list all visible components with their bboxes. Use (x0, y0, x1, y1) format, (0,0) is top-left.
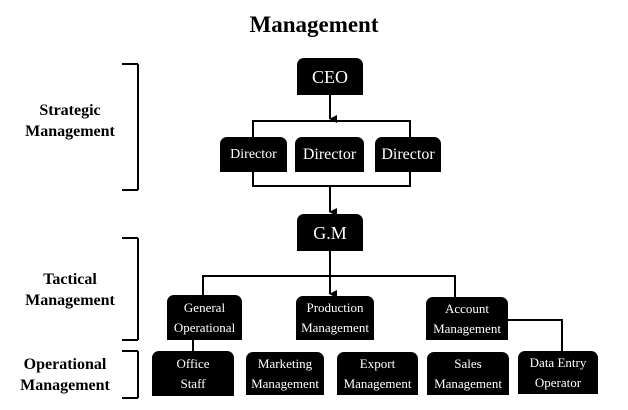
node-office-staff: Office Staff (152, 351, 234, 396)
node-director: Director (375, 137, 441, 172)
node-marketing-management: Marketing Management (246, 352, 324, 395)
level-operational: Operational Management (20, 356, 110, 394)
level-tactical: Tactical Management (25, 271, 115, 309)
node-production-management: Production Management (296, 296, 374, 340)
node-ceo: CEO (297, 58, 363, 95)
tactical-bracket (122, 237, 139, 341)
node-director: Director (295, 137, 364, 172)
node-sales-management: Sales Management (427, 352, 509, 395)
node-export-management: Export Management (337, 352, 418, 395)
page-title: Management (249, 12, 379, 37)
node-account-management: Account Management (426, 297, 508, 340)
node-general-operational: General Operational (167, 295, 242, 340)
node-gm: G.M (297, 214, 363, 251)
operational-bracket (122, 350, 139, 399)
strategic-bracket (122, 63, 139, 191)
node-data-entry-operator: Data Entry Operator (518, 351, 598, 394)
level-strategic: Strategic Management (25, 102, 115, 140)
node-director: Director (220, 137, 287, 172)
